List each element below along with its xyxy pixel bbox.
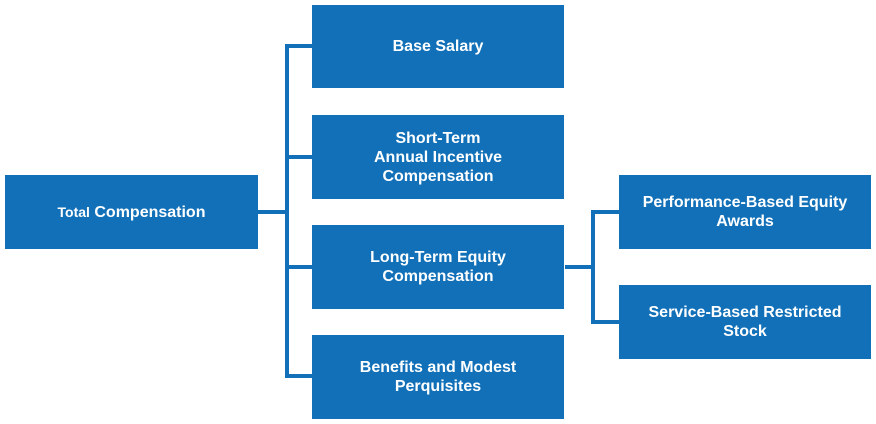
total-compensation-box: Total Compensation xyxy=(5,175,258,249)
service-restricted-stock-box: Service-Based Restricted Stock xyxy=(619,285,871,359)
total-compensation-label: Total Compensation xyxy=(58,203,206,222)
base-salary-box: Base Salary xyxy=(312,5,564,88)
total-label-main: Compensation xyxy=(94,203,206,221)
short-term-incentive-label: Short-Term Annual Incentive Compensation xyxy=(373,129,503,185)
long-term-equity-box: Long-Term Equity Compensation xyxy=(312,225,564,309)
short-term-incentive-box: Short-Term Annual Incentive Compensation xyxy=(312,115,564,199)
benefits-perquisites-label: Benefits and Modest Perquisites xyxy=(359,359,517,395)
benefits-perquisites-box: Benefits and Modest Perquisites xyxy=(312,335,564,419)
performance-equity-label: Performance-Based Equity Awards xyxy=(642,194,848,230)
base-salary-label: Base Salary xyxy=(392,38,484,55)
total-label-prefix: Total xyxy=(57,203,90,220)
service-restricted-stock-label: Service-Based Restricted Stock xyxy=(648,304,842,340)
performance-equity-box: Performance-Based Equity Awards xyxy=(619,175,871,249)
long-term-equity-label: Long-Term Equity Compensation xyxy=(370,249,506,285)
